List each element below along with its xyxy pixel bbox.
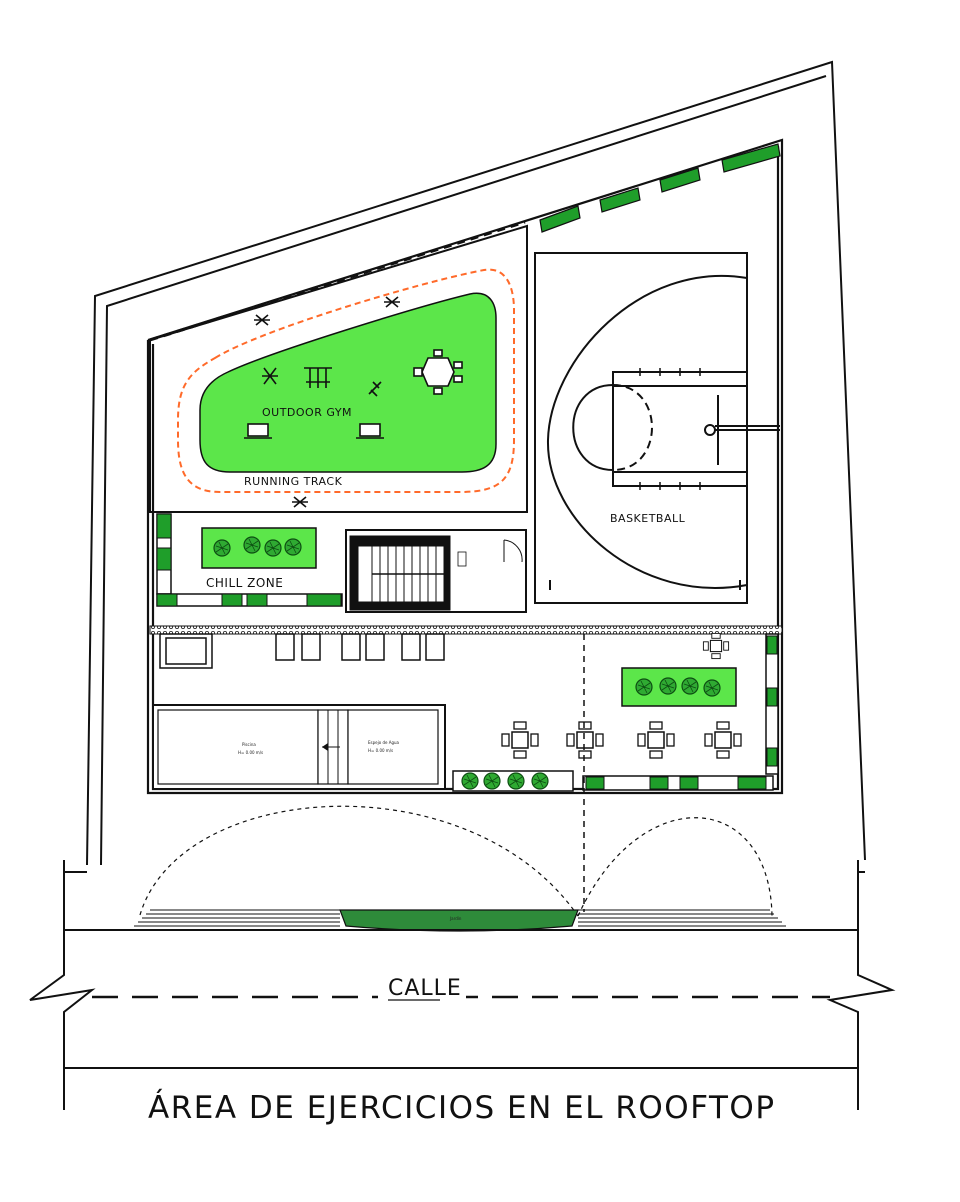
lower-planters [452,633,779,792]
lounge-planter [621,667,737,707]
exercise-machine-icon [254,314,270,326]
gym-enclosure [149,224,528,513]
entrance-arcs [139,805,773,917]
chill-zone [150,511,343,607]
multi-station-icon [413,349,463,395]
garden-label: Jardín [449,916,462,921]
street-label-bg [378,978,466,1008]
elliptical-icon [262,367,278,385]
running-track-label: RUNNING TRACK [244,475,343,488]
street [29,860,896,1110]
treadmill-icon [356,423,384,439]
ramps [134,909,786,927]
court-ticks [639,368,701,490]
pool-sub-label: H= 0.00 m/s [238,750,263,755]
water-mirror-sub-label: H= 0.00 m/s [368,748,393,753]
pullup-bar-icon [304,367,332,388]
plan-title: ÁREA DE EJERCICIOS EN EL ROOFTOP [148,1090,776,1126]
exercise-machine-icon [384,296,400,308]
dividing-band [149,625,783,635]
pool-area [152,704,446,790]
water-mirror-label: Espejo de Agua [368,740,400,745]
gym-equipment [244,296,463,508]
basketball-label: BASKETBALL [610,512,686,525]
service-boxes [159,633,445,669]
exercise-machine-icon [292,496,308,508]
outdoor-gym-label: OUTDOOR GYM [262,406,352,419]
pool-label: Piscina [242,742,256,747]
bench-icon [368,381,382,397]
top-planters [539,143,781,233]
treadmill-icon [244,423,272,439]
staircase [345,529,527,613]
street-label: CALLE [388,976,462,1001]
property-boundary [86,60,866,866]
diagonal-dashed-edge [149,220,526,342]
basketball-court [534,252,780,604]
chill-zone-label: CHILL ZONE [206,576,283,590]
gym-lawn [199,292,497,473]
